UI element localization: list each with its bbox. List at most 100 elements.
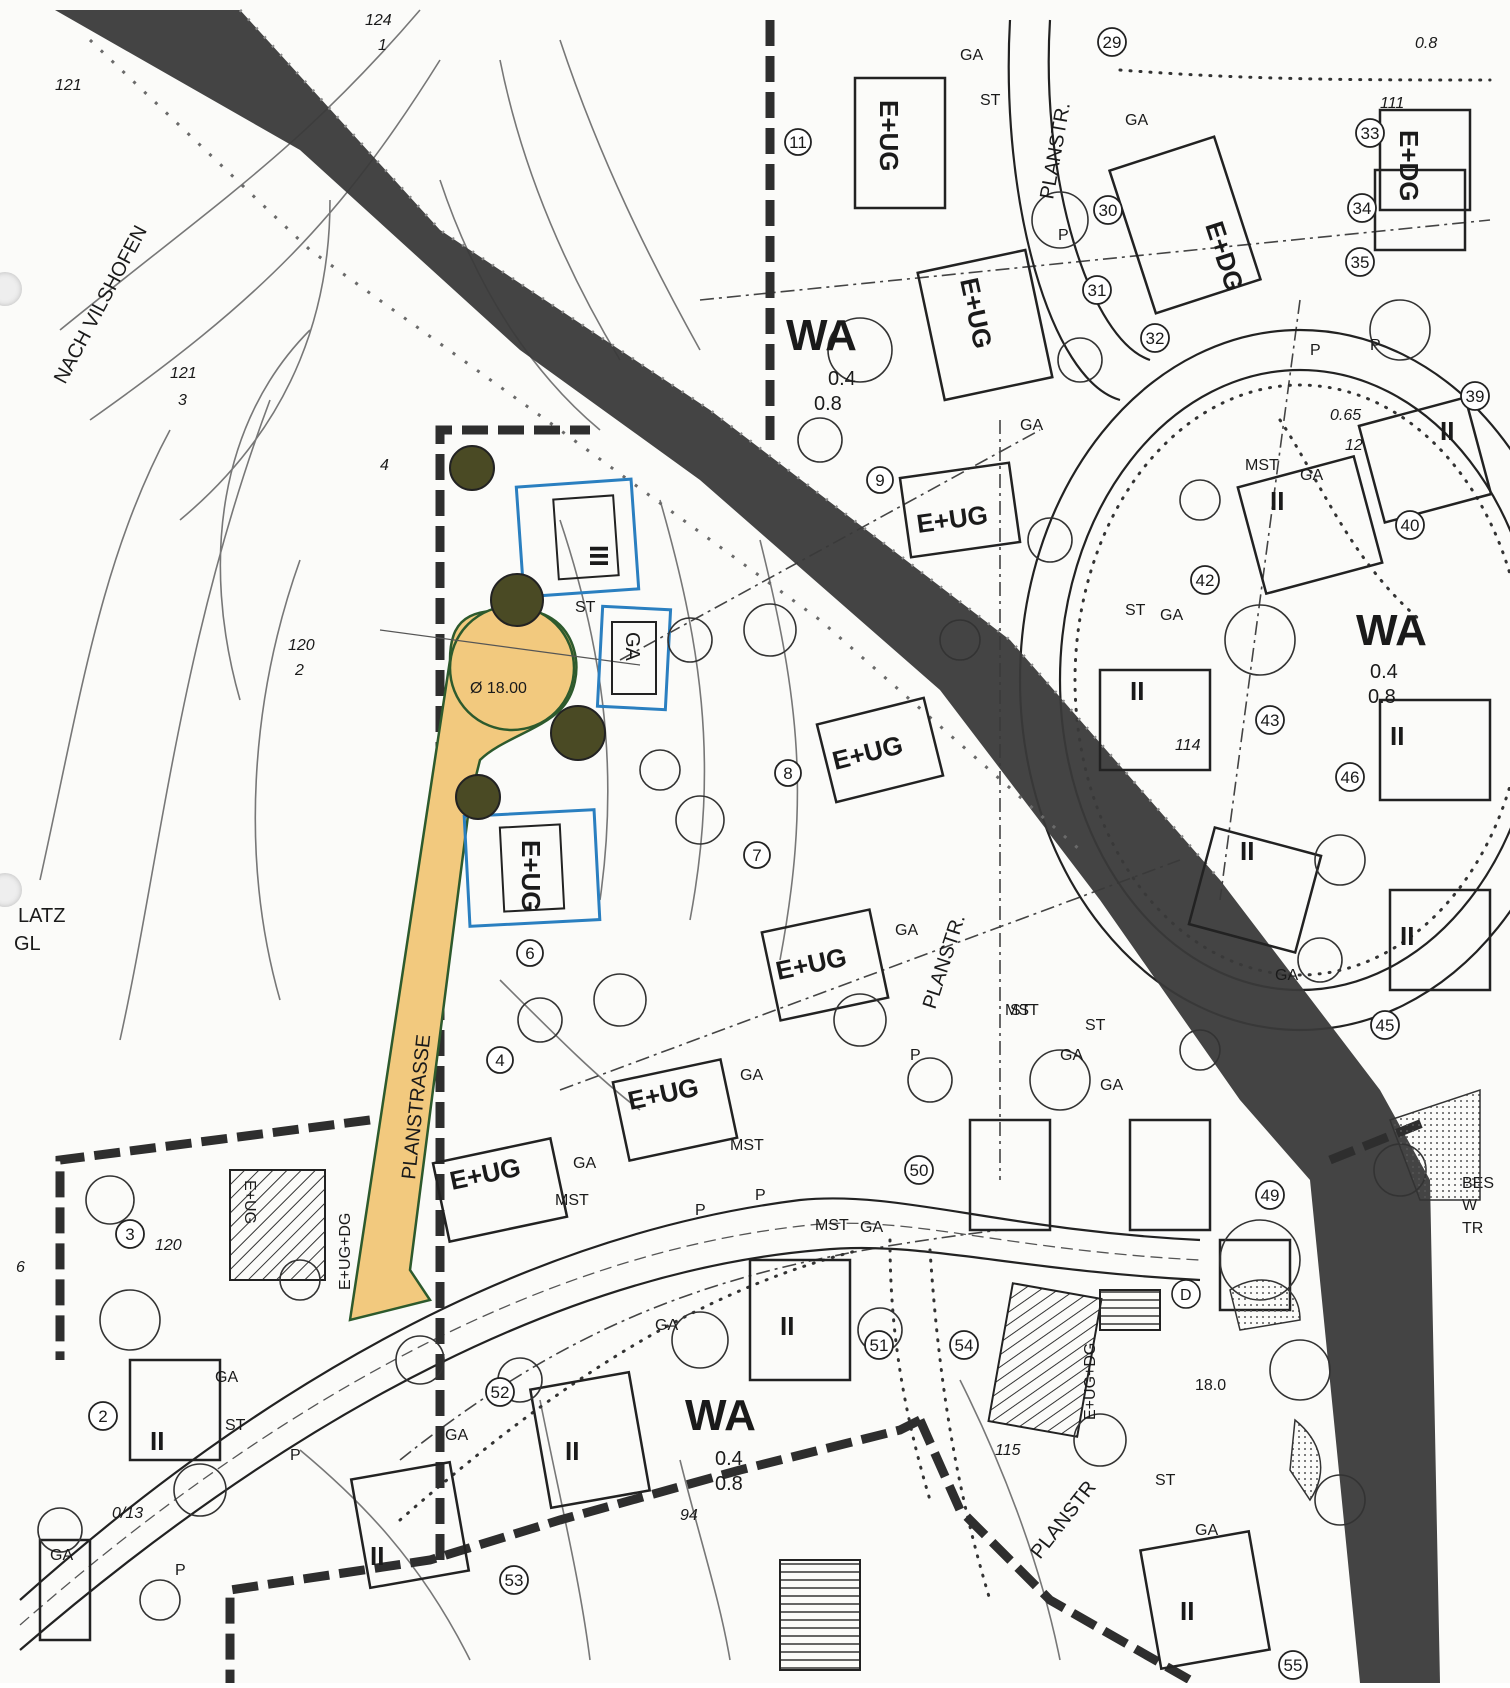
curved-street [19,1197,1201,1651]
house-type-ii-8: II [565,1436,579,1466]
turning-circle-2-label: 18.0 [1195,1377,1226,1394]
lot-52: 52 [491,1383,510,1402]
garage-label: GA [1160,607,1183,624]
house-type-e-ug-blue: E+UG [516,840,546,912]
mst-label: MST [730,1137,764,1154]
lot-33: 33 [1361,124,1380,143]
carport-label: ST [1155,1472,1176,1489]
zone-wa-1: WA 0.4 0.8 [786,311,857,415]
lot-7: 7 [752,846,761,865]
zone-wa-3: WA 0.4 0.8 [685,1391,756,1495]
lot-34: 34 [1353,199,1372,218]
lot-30: 30 [1099,201,1118,220]
garage-label: GA [655,1317,678,1334]
lot-54: 54 [955,1336,974,1355]
parking-p: P [1058,227,1069,244]
punch-hole-top [0,272,22,306]
elevation-114: 114 [1175,737,1201,754]
contour-lines [39,9,1061,1661]
garage-label: GA [50,1547,73,1564]
garage-label-blue: GA [621,632,643,662]
elevation-121a: 121 [55,77,82,94]
value-065: 0.65 [1330,407,1361,424]
lot-45: 45 [1376,1016,1395,1035]
elevation-115: 115 [995,1442,1021,1459]
garage-label: GA [445,1427,468,1444]
value-08: 0.8 [1415,35,1437,52]
carport-label: ST [980,92,1001,109]
house-type-small-labels: E+UG+DG E+UG+DG E+UG [241,1180,1099,1420]
garage-label: GA [1020,417,1043,434]
garage-label: GA [960,47,983,64]
garage-label: GA [895,922,918,939]
lot-31: 31 [1088,281,1107,300]
house-type-ii-1: II [1130,676,1144,706]
zone-label: WA [1356,606,1427,655]
house-type-ii-9: II [370,1541,384,1571]
house-type-e-ug-1: E+UG [874,100,904,172]
house-type-e-ug-small: E+UG [241,1180,258,1224]
mst-label: MST [1245,457,1279,474]
elevation-3: 3 [178,392,187,409]
lot-8: 8 [783,764,792,783]
lot-46: 46 [1341,768,1360,787]
garage-label: GA [1300,467,1323,484]
street-name-planstr-upper: PLANSTR. [1036,101,1075,201]
house-type-ii-10: II [1180,1596,1194,1626]
parking-p: P [290,1447,301,1464]
carport-label: ST [1085,1017,1106,1034]
street-name-planstr-middle: PLANSTR. [919,912,970,1012]
zone-label: WA [786,311,857,360]
lot-49: 49 [1261,1186,1280,1205]
plan-boundary [55,20,1432,1684]
mst-label: MST [555,1192,589,1209]
lot-43: 43 [1261,711,1280,730]
turning-circle-label: Ø 18.00 [470,680,527,697]
house-type-ii-3: II [1240,836,1254,866]
tree-2 [490,573,544,627]
garage-label: GA [1125,112,1148,129]
zone-gfz: 0.8 [1368,686,1396,708]
house-type-e-ug-2: E+UG [954,275,998,351]
label-gl: GL [14,933,41,955]
carport-label: ST [1125,602,1146,619]
elevation-0-13: 0/13 [112,1505,143,1522]
house-type-ii-6: II [1440,416,1454,446]
value-12: 12 [1345,437,1363,454]
label-tr: TR [1462,1220,1483,1237]
punch-hole-bottom [0,873,22,907]
tree-3 [550,705,606,761]
lot-35: 35 [1351,253,1370,272]
elevation-120b: 120 [155,1237,182,1254]
elevation-94: 94 [680,1507,698,1524]
house-type-e-dg-2: E+DG [1394,130,1424,202]
house-type-ii-5: II [1270,486,1284,516]
parking-labels: GA GA GA GA GA GA GA GA GA GA GA GA GA G… [50,47,1381,1579]
elevation-2: 2 [294,662,304,679]
elevation-labels: 121 121 3 124 1 120 2 120 6 115 114 111 … [16,12,1437,1524]
lot-3: 3 [125,1225,134,1244]
garage-label: GA [1100,1077,1123,1094]
planned-buildings [462,477,673,928]
trees [449,445,606,820]
tree-rows [398,68,1510,1602]
house-type-e-ug-4: E+UG [829,729,906,775]
street-name-nach-vilshofen: NACH VILSHOFEN [50,222,152,387]
parking-p: P [1310,342,1321,359]
house-type-ii-7: II [780,1311,794,1341]
lot-55: 55 [1284,1656,1303,1675]
house-type-e-ug-3: E+UG [915,499,990,539]
elevation-1: 1 [378,37,387,54]
parking-p: P [1370,337,1381,354]
house-type-e-dg-1: E+DG [1199,218,1250,295]
highway [55,8,1440,1683]
zone-grz: 0.4 [1370,661,1398,683]
left-edge-labels: LATZ GL [14,905,65,955]
garage-label: GA [573,1155,596,1172]
lot-51: 51 [870,1336,889,1355]
lot-53: 53 [505,1571,524,1590]
zone-wa-2: WA 0.4 0.8 [1356,606,1427,708]
garage-label: GA [1195,1522,1218,1539]
